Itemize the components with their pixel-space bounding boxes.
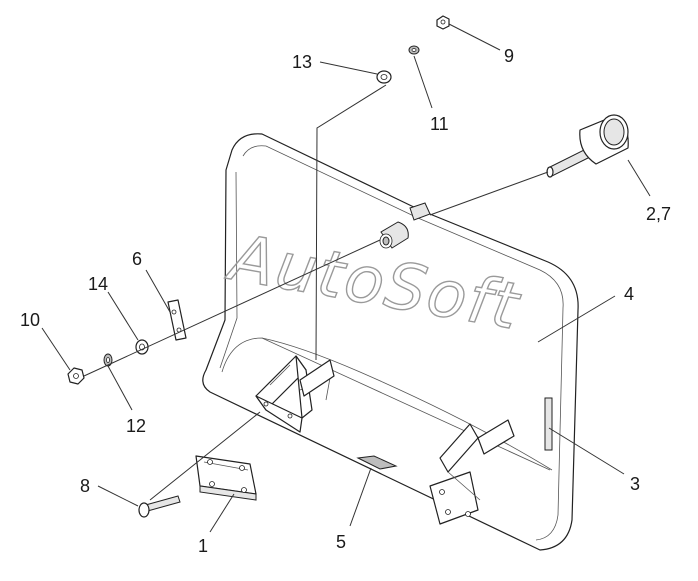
callout-3: 3 bbox=[630, 474, 640, 494]
left-mount-bracket bbox=[255, 355, 335, 433]
nut-part-10 bbox=[67, 367, 85, 385]
callout-12: 12 bbox=[126, 416, 146, 436]
handle-knob-part-2-7 bbox=[546, 114, 629, 178]
hinge-plate-part-1 bbox=[195, 455, 257, 501]
panel-part-4 bbox=[202, 133, 579, 551]
callout-5: 5 bbox=[336, 532, 346, 552]
callout-4: 4 bbox=[624, 284, 634, 304]
callout-1: 1 bbox=[198, 536, 208, 556]
slot-part-5 bbox=[356, 455, 398, 470]
bracket-part-6 bbox=[167, 299, 187, 341]
callout-13: 13 bbox=[292, 52, 312, 72]
panel-boss bbox=[379, 221, 409, 249]
callout-11: 11 bbox=[430, 114, 449, 134]
strip-part-3 bbox=[544, 397, 553, 451]
callout-14: 14 bbox=[88, 274, 108, 294]
bolt-part-8 bbox=[138, 495, 181, 518]
callout-10: 10 bbox=[20, 310, 40, 330]
callout-8: 8 bbox=[80, 476, 90, 496]
right-mount-bracket bbox=[429, 419, 515, 525]
callout-9: 9 bbox=[504, 46, 514, 66]
callout-2-7: 2,7 bbox=[646, 204, 671, 224]
nut-part-9 bbox=[436, 15, 450, 30]
leader-lines bbox=[41, 23, 651, 533]
callout-6: 6 bbox=[132, 249, 142, 269]
callout-labels: 1 2,7 3 4 5 6 8 9 10 11 12 13 14 bbox=[20, 46, 671, 556]
